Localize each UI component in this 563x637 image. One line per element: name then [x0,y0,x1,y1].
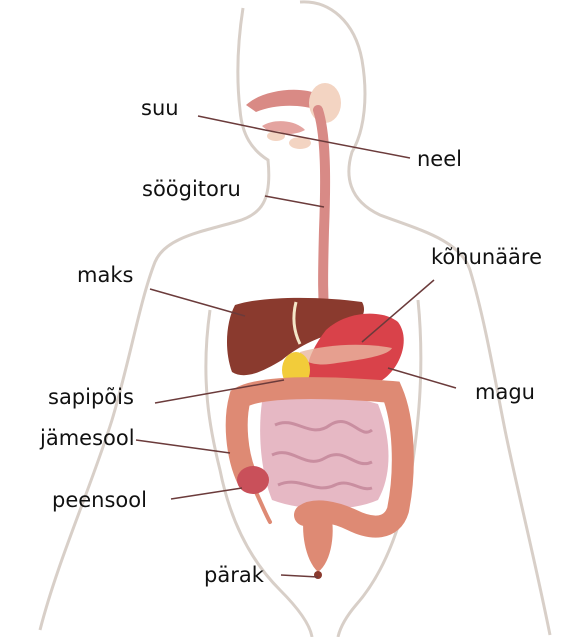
cecum [237,466,269,494]
leader-line-maks [150,289,245,316]
anus [314,571,322,579]
leader-line-neel [265,130,410,158]
leader-line-peensool [171,488,242,499]
appendix [255,490,270,522]
leader-line-soogitoru [265,196,324,207]
leader-line-suu [198,116,265,130]
label-neel: neel [417,149,462,170]
label-parak: pärak [204,565,264,586]
label-suu: suu [141,98,179,119]
label-jamesool: jämesool [40,428,135,449]
label-magu: magu [475,382,535,403]
label-peensool: peensool [52,490,147,511]
label-soogitoru: söögitoru [142,179,241,200]
tongue [262,121,305,134]
rectum [303,510,333,572]
salivary-gland-1 [309,83,341,123]
label-konunaare: kõhunääre [431,247,542,268]
mouth-cavity [246,90,320,112]
esophagus [318,110,326,330]
leader-line-parak [281,575,318,577]
label-sapipois: sapipõis [48,387,134,408]
label-maks: maks [77,265,133,286]
